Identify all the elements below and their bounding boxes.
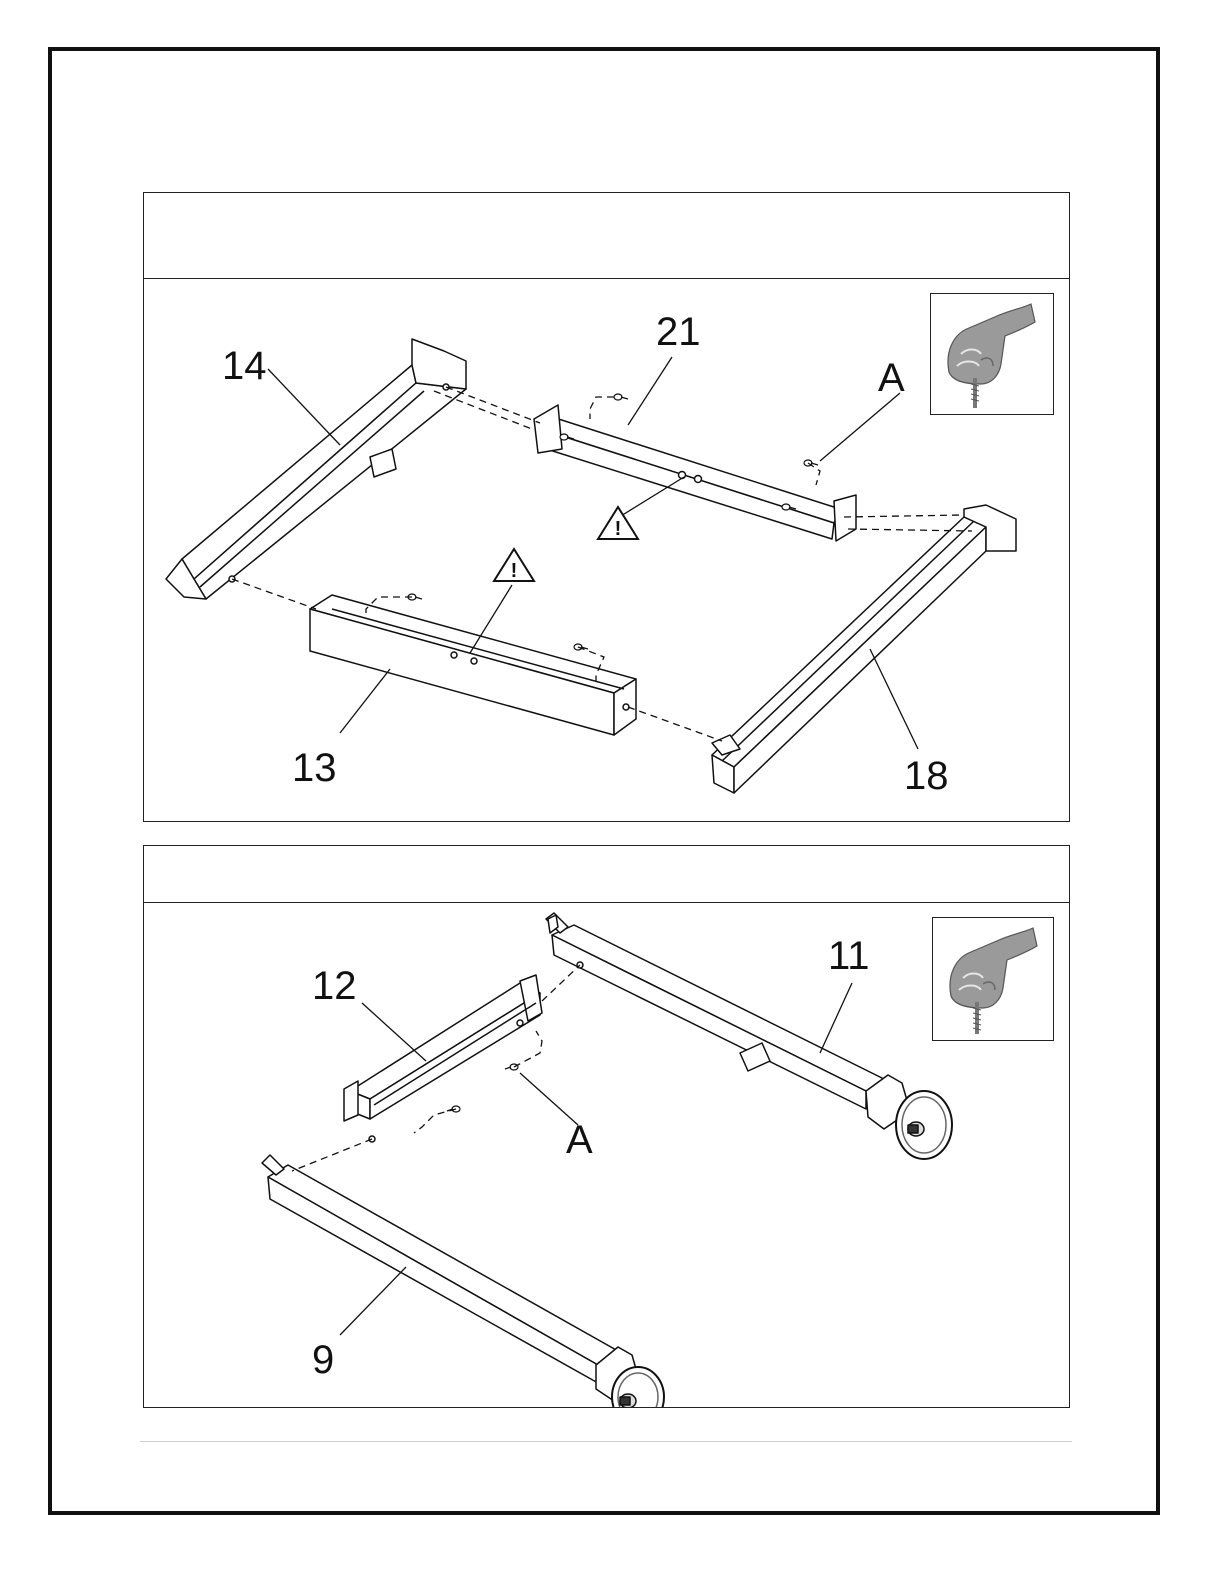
- part-21-rail: [534, 405, 856, 541]
- footer-divider: [140, 1441, 1072, 1442]
- svg-text:!: !: [615, 518, 622, 540]
- callout-hardware-a: A: [566, 1118, 593, 1162]
- part-14-rail: [166, 339, 466, 599]
- callout-part-9: 9: [312, 1338, 334, 1382]
- screw-a: [574, 644, 588, 650]
- warning-triangle-icon: !: [598, 507, 638, 540]
- part-12-rail: [344, 975, 542, 1142]
- warning-triangle-icon: !: [494, 549, 534, 582]
- callout-part-18: 18: [904, 754, 949, 798]
- step-2-diagram-svg: 12 11 A 9: [144, 903, 1068, 1407]
- part-18-rail: [712, 505, 1016, 793]
- callout-part-21: 21: [656, 310, 701, 354]
- callout-part-14: 14: [222, 344, 267, 388]
- callout-hardware-a: A: [878, 356, 905, 400]
- callout-part-12: 12: [312, 964, 357, 1008]
- callout-part-13: 13: [292, 746, 337, 790]
- step-2-diagram: 12 11 A 9: [144, 903, 1069, 1407]
- screw-group-step-2: [447, 1064, 518, 1112]
- step-2-header: [144, 846, 1069, 903]
- hand-tighten-tool-box: [930, 293, 1054, 415]
- part-13-rail: [310, 595, 636, 735]
- hand-tighten-tool-box: [932, 917, 1054, 1041]
- svg-text:!: !: [511, 560, 518, 582]
- step-1-panel: ! ! 14 21 A 13 18: [143, 192, 1070, 822]
- hand-tighten-screw-icon: [931, 294, 1052, 413]
- callout-part-11: 11: [828, 934, 870, 978]
- caster-wheel-icon: [896, 1091, 952, 1159]
- screw-a: [447, 1106, 460, 1112]
- screw-a: [505, 1064, 518, 1070]
- step-1-header: [144, 193, 1069, 279]
- step-2-panel: 12 11 A 9: [143, 845, 1070, 1408]
- hand-tighten-screw-icon: [933, 918, 1052, 1039]
- screw-a: [614, 394, 628, 400]
